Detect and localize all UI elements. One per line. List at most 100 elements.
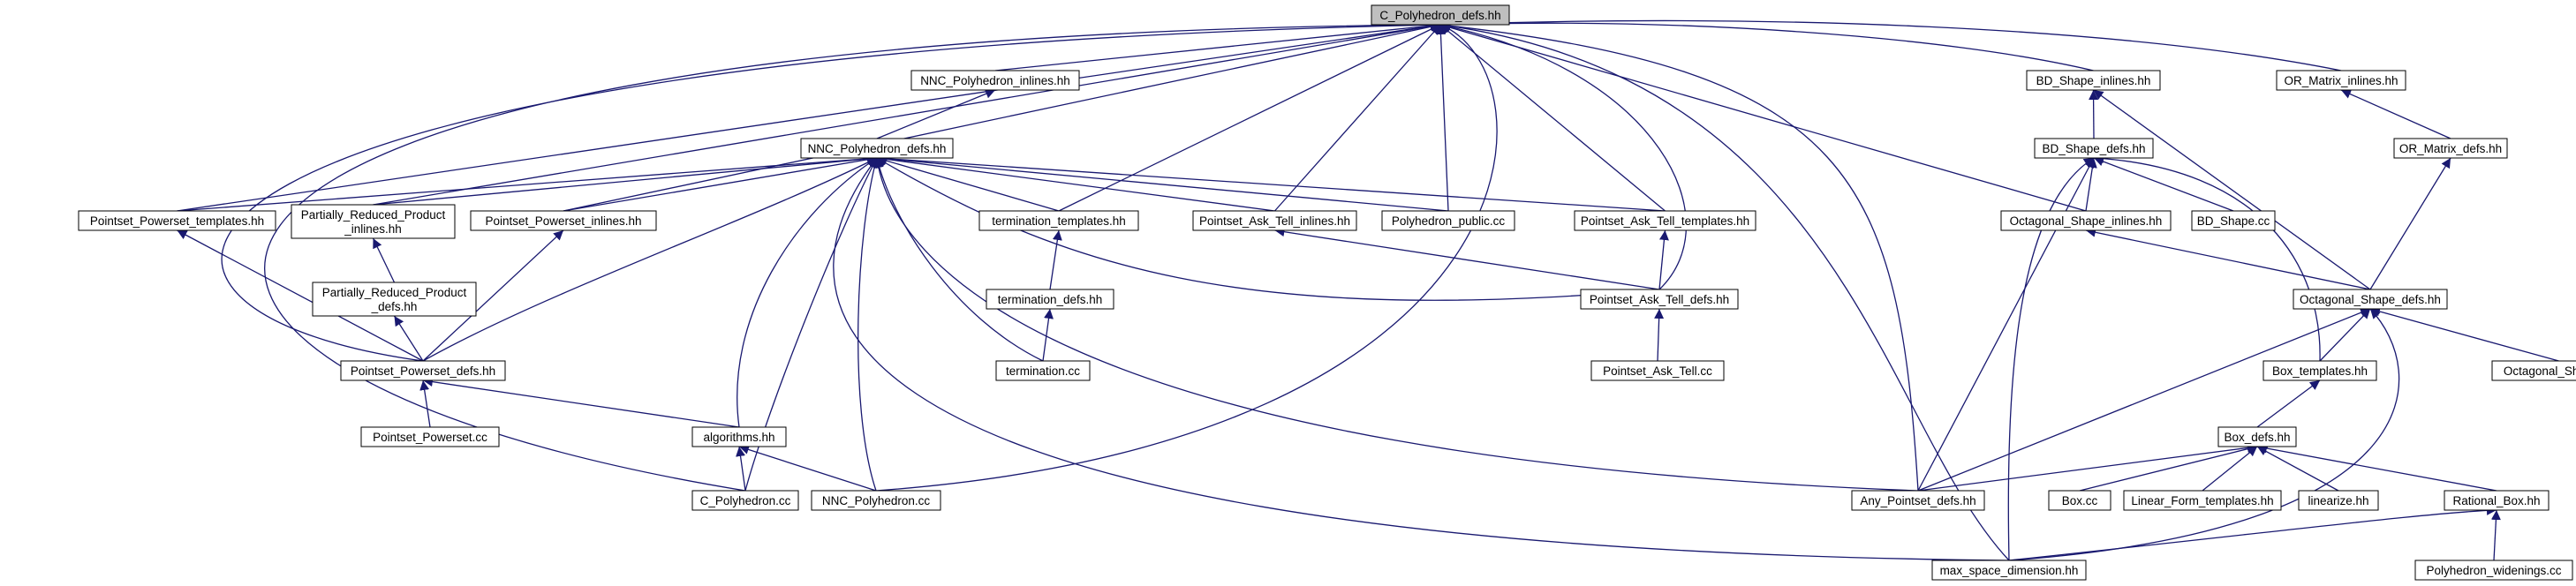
dependency-edge-or_defs-to-or_inlines <box>2340 89 2451 139</box>
node-box <box>2298 490 2379 511</box>
node-oct-cc[interactable]: Octagonal_Shape.cc <box>2491 360 2576 381</box>
node-pat-inlines[interactable]: Pointset_Ask_Tell_inlines.hh <box>1192 210 1357 231</box>
node-box <box>1580 289 1739 310</box>
node-bd-cc[interactable]: BD_Shape.cc <box>2191 210 2276 231</box>
node-algorithms[interactable]: algorithms.hh <box>691 426 787 447</box>
dependency-edge-prp_defs-to-prp_inlines <box>372 237 396 283</box>
node-label: Octagonal_Shape_inlines.hh <box>2010 214 2163 228</box>
node-max-space[interactable]: max_space_dimension.hh <box>1931 560 2087 581</box>
node-or-inlines[interactable]: OR_Matrix_inlines.hh <box>2276 70 2406 91</box>
node-label: Rational_Box.hh <box>2452 494 2540 507</box>
node-pp-cc[interactable]: Pointset_Powerset.cc <box>360 426 500 447</box>
node-nnc-poly-defs[interactable]: NNC_Polyhedron_defs.hh <box>800 138 954 159</box>
dependency-edge-pp_defs-to-c_poly_defs <box>221 19 1441 362</box>
node-prp-defs[interactable]: Partially_Reduced_Product_defs.hh <box>312 282 477 317</box>
node-box-defs[interactable]: Box_defs.hh <box>2217 426 2297 447</box>
node-any-pointset[interactable]: Any_Pointset_defs.hh <box>1851 490 1985 511</box>
dependency-edge-max_space-to-bd_defs <box>2007 157 2095 561</box>
node-oct-inlines[interactable]: Octagonal_Shape_inlines.hh <box>2000 210 2172 231</box>
node-prp-inlines[interactable]: Partially_Reduced_Product_inlines.hh <box>291 204 456 239</box>
dependency-edge-box_defs-to-box_templates <box>2256 379 2321 428</box>
node-label: Pointset_Powerset_templates.hh <box>90 214 264 228</box>
dependency-edge-pat_defs-to-c_poly_defs <box>1439 21 1688 290</box>
node-box <box>1192 210 1357 231</box>
node-box <box>811 490 941 511</box>
node-box <box>1574 210 1756 231</box>
node-box <box>340 360 506 381</box>
node-label: Pointset_Ask_Tell_defs.hh <box>1590 293 1729 306</box>
node-label: Octagonal_Shape.cc <box>2504 364 2576 378</box>
node-rational-box[interactable]: Rational_Box.hh <box>2444 490 2550 511</box>
node-label: _inlines.hh <box>344 222 402 236</box>
dependency-edge-nnc_poly_cc-to-c_poly_defs <box>875 24 1498 492</box>
dependency-edge-bd_inlines-to-c_poly_defs <box>1439 19 2094 71</box>
node-box <box>470 210 657 231</box>
dependency-edge-pp_inlines-to-nnc_poly_defs <box>563 154 878 212</box>
dependency-edge-nnc_poly_cc-to-nnc_poly_defs <box>857 157 880 492</box>
dependency-edge-term_templates-to-c_poly_defs <box>1058 24 1441 212</box>
node-pp-inlines[interactable]: Pointset_Powerset_inlines.hh <box>470 210 657 231</box>
node-box-cc[interactable]: Box.cc <box>2048 490 2111 511</box>
dependency-edge-any_pointset-to-nnc_poly_defs <box>873 157 1919 492</box>
node-bd-defs[interactable]: BD_Shape_defs.hh <box>2034 138 2154 159</box>
node-label: Linear_Form_templates.hh <box>2131 494 2273 507</box>
node-linearize[interactable]: linearize.hh <box>2298 490 2379 511</box>
node-label: Octagonal_Shape_defs.hh <box>2300 293 2441 306</box>
node-label: Pointset_Powerset_defs.hh <box>351 364 495 378</box>
node-label: termination.cc <box>1006 364 1080 378</box>
node-pat-templates[interactable]: Pointset_Ask_Tell_templates.hh <box>1574 210 1756 231</box>
node-label: BD_Shape_defs.hh <box>2042 142 2145 155</box>
node-lf-templates[interactable]: Linear_Form_templates.hh <box>2123 490 2282 511</box>
node-term-cc[interactable]: termination.cc <box>995 360 1091 381</box>
node-label: NNC_Polyhedron_defs.hh <box>808 142 947 155</box>
node-box <box>2393 138 2508 159</box>
node-or-defs[interactable]: OR_Matrix_defs.hh <box>2393 138 2508 159</box>
node-pp-templates[interactable]: Pointset_Powerset_templates.hh <box>78 210 276 231</box>
node-pp-defs[interactable]: Pointset_Powerset_defs.hh <box>340 360 506 381</box>
node-label: Partially_Reduced_Product <box>301 208 446 222</box>
node-oct-defs[interactable]: Octagonal_Shape_defs.hh <box>2293 289 2448 310</box>
node-bd-inlines[interactable]: BD_Shape_inlines.hh <box>2026 70 2161 91</box>
node-c-poly-cc[interactable]: C_Polyhedron.cc <box>691 490 799 511</box>
node-pat-cc[interactable]: Pointset_Ask_Tell.cc <box>1590 360 1725 381</box>
dependency-edge-pat_defs-to-nnc_poly_defs <box>876 157 1660 301</box>
dependency-edge-algorithms-to-nnc_poly_defs <box>737 157 878 428</box>
node-box <box>2444 490 2550 511</box>
node-label: BD_Shape.cc <box>2197 214 2270 228</box>
node-box-templates[interactable]: Box_templates.hh <box>2262 360 2377 381</box>
node-nnc-poly-cc[interactable]: NNC_Polyhedron.cc <box>811 490 941 511</box>
node-label: Pointset_Ask_Tell_inlines.hh <box>1199 214 1350 228</box>
dependency-edge-linearize-to-box_defs <box>2256 446 2339 492</box>
node-box <box>360 426 500 447</box>
dependency-edge-pp_cc-to-pp_defs <box>419 379 431 428</box>
dependency-edge-oct_defs-to-oct_inlines <box>2085 227 2371 290</box>
dependency-edge-c_poly_cc-to-c_poly_defs <box>264 19 1441 492</box>
node-box <box>2026 70 2161 91</box>
node-box <box>2262 360 2377 381</box>
node-poly-public[interactable]: Polyhedron_public.cc <box>1381 210 1515 231</box>
dependency-edge-box_cc-to-box_defs <box>2079 444 2258 492</box>
node-box <box>691 426 787 447</box>
node-nnc-poly-inlines[interactable]: NNC_Polyhedron_inlines.hh <box>910 70 1080 91</box>
dependency-edge-bd_defs-to-bd_inlines <box>2089 89 2099 139</box>
dependency-edge-max_space-to-nnc_poly_defs <box>833 157 2010 561</box>
node-label: OR_Matrix_defs.hh <box>2399 142 2502 155</box>
node-box <box>1590 360 1725 381</box>
dependency-edge-term_defs-to-term_templates <box>1049 229 1062 290</box>
node-box <box>978 210 1139 231</box>
node-c-poly-defs: C_Polyhedron_defs.hh <box>1371 4 1510 26</box>
dependency-edge-oct_inlines-to-c_poly_defs <box>1439 22 2087 212</box>
dependency-edge-poly_public-to-nnc_poly_defs <box>876 154 1449 212</box>
node-term-templates[interactable]: termination_templates.hh <box>978 210 1139 231</box>
node-box <box>2034 138 2154 159</box>
node-box <box>312 282 477 317</box>
dependency-edge-nnc_poly_cc-to-algorithms <box>738 445 877 492</box>
node-poly-widenings[interactable]: Polyhedron_widenings.cc <box>2414 560 2573 581</box>
node-box <box>2217 426 2297 447</box>
node-label: Pointset_Ask_Tell_templates.hh <box>1581 214 1749 228</box>
dependency-edge-algorithms-to-pp_defs <box>422 377 740 428</box>
node-pat-defs[interactable]: Pointset_Ask_Tell_defs.hh <box>1580 289 1739 310</box>
dependency-edge-nnc_poly_defs-to-nnc_poly_inlines <box>876 89 996 139</box>
dependency-edge-c_poly_cc-to-algorithms <box>736 446 746 492</box>
node-term-defs[interactable]: termination_defs.hh <box>986 289 1114 310</box>
